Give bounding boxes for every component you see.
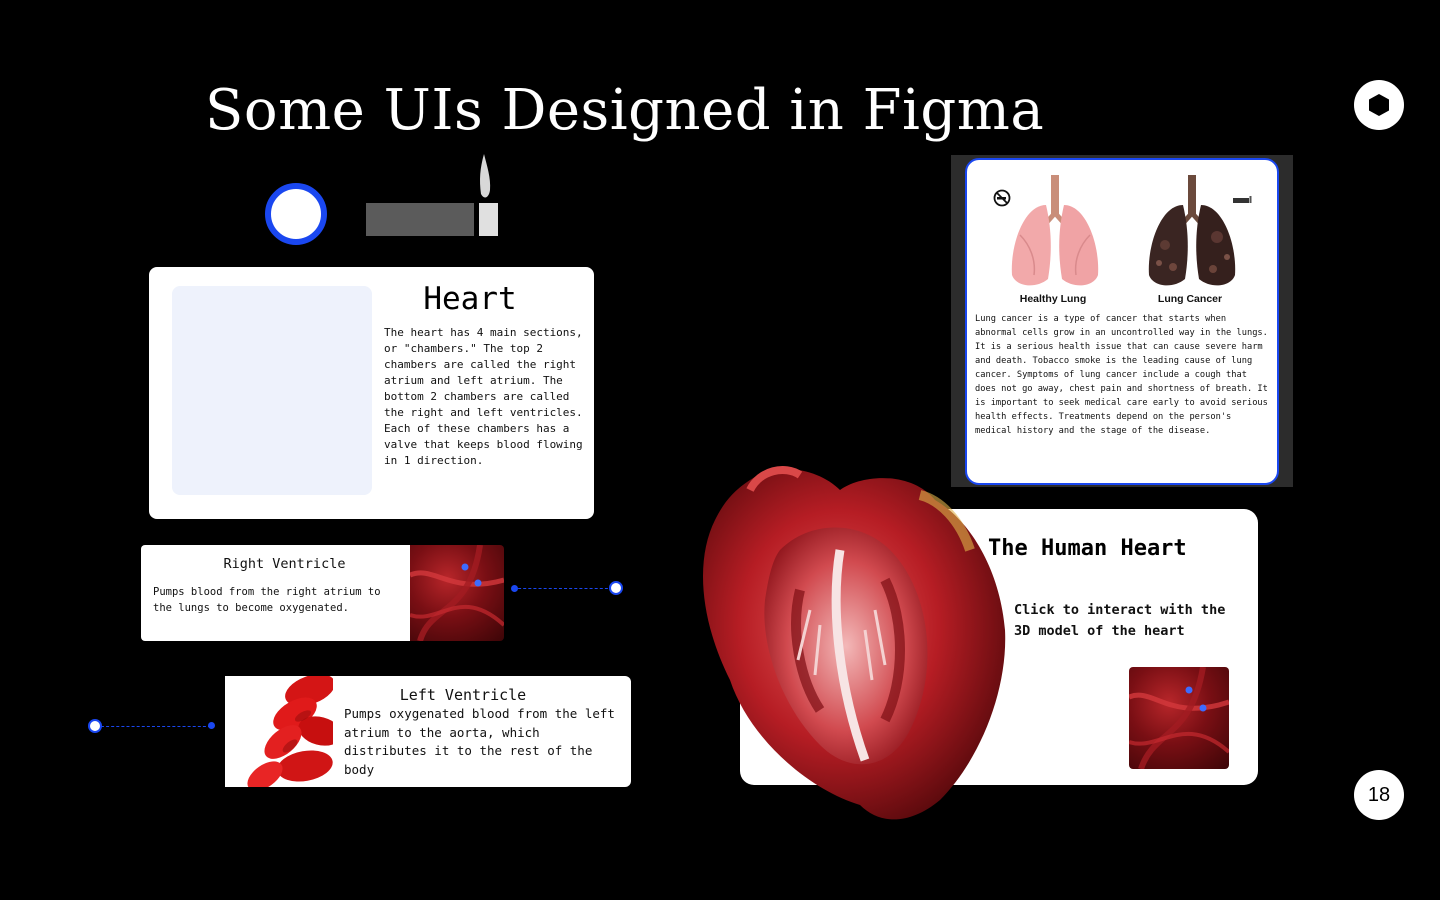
slide-title: Some UIs Designed in Figma [205, 78, 1045, 143]
right-ventricle-tissue-image [410, 545, 504, 641]
logo-badge[interactable] [1354, 80, 1404, 130]
heart-card-body: The heart has 4 main sections, or "chamb… [384, 326, 583, 467]
cigarette-icon[interactable] [1233, 196, 1253, 204]
cigarette-body [366, 203, 474, 236]
lung-cancer-card [965, 158, 1279, 485]
left-ventricle-body: Pumps oxygenated blood from the left atr… [344, 706, 615, 777]
hexagon-logo-icon [1369, 94, 1389, 116]
connector-dot [208, 722, 215, 729]
heart-tissue-thumbnail[interactable] [1129, 667, 1229, 769]
smoke-flame-icon [480, 154, 491, 198]
human-heart-title: The Human Heart [988, 536, 1187, 561]
right-ventricle-card[interactable] [141, 545, 410, 641]
heart-3d-model[interactable] [690, 460, 1010, 825]
lung-cancer-image [1148, 175, 1236, 286]
left-connector-line [101, 726, 211, 727]
toggle-circle-button[interactable] [265, 183, 327, 245]
cigarette-tip [479, 203, 498, 236]
right-ventricle-title: Right Ventricle [223, 556, 346, 572]
heart-card-title: Heart [423, 281, 517, 317]
connector-handle[interactable] [88, 719, 102, 733]
right-ventricle-body: Pumps blood from the right atrium to the… [153, 586, 381, 614]
red-blood-cells-image [225, 676, 333, 787]
no-smoking-icon[interactable] [993, 189, 1011, 207]
lung-cancer-label: Lung Cancer [1157, 293, 1223, 305]
healthy-lung-image [1011, 175, 1099, 286]
lung-card-body: Lung cancer is a type of cancer that sta… [975, 314, 1268, 436]
connector-handle[interactable] [609, 581, 623, 595]
healthy-lung-label: Healthy Lung [1019, 293, 1087, 305]
right-connector-line [513, 588, 613, 589]
connector-dot [511, 585, 518, 592]
heart-image-placeholder [172, 286, 372, 495]
page-number-badge: 18 [1354, 770, 1404, 820]
left-ventricle-title: Left Ventricle [399, 686, 527, 704]
human-heart-instruction: Click to interact with the 3D model of t… [1014, 602, 1226, 639]
